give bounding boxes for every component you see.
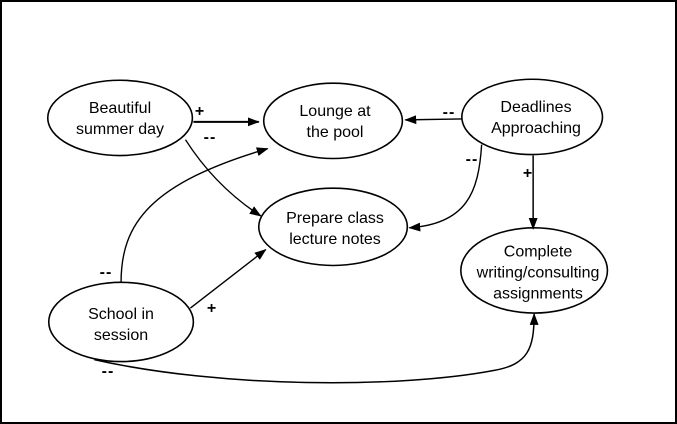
node-ellipse-school-in-session [47,281,195,363]
edge-school-to-prepare [189,249,267,309]
edge-beautiful-to-prepare [184,139,262,217]
node-shapes [46,78,609,363]
node-ellipse-complete-writing-consulting-assignments [460,227,609,314]
node-ellipse-deadlines-approaching [461,78,604,156]
edge-deadlines-to-lounge [404,115,462,125]
edge-school-to-lounge [120,147,269,283]
edge-arrows [94,115,539,384]
node-ellipse-lounge-at-the-pool [262,82,404,160]
edge-deadlines-to-prepare [408,144,483,232]
node-ellipse-beautiful-summer-day [46,79,194,157]
node-ellipse-prepare-class-lecture-notes [257,187,409,267]
edge-school-to-complete [94,313,539,384]
